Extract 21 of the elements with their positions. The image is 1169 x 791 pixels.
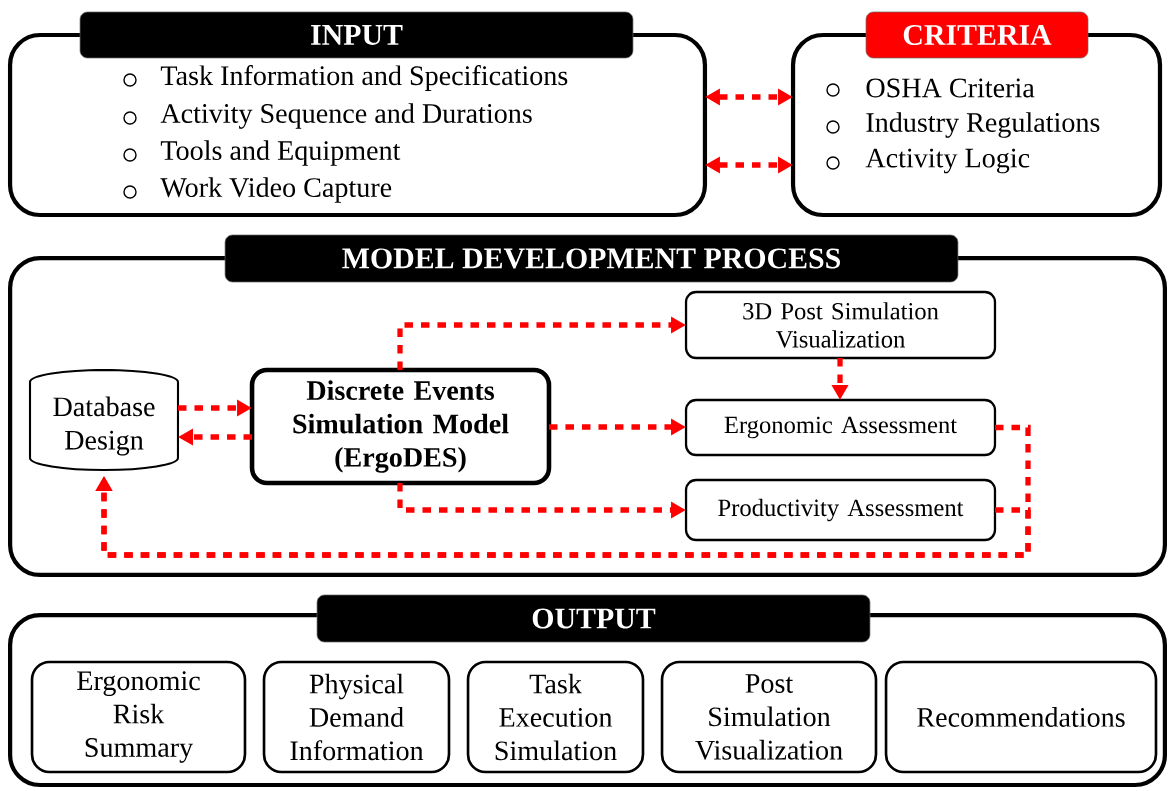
list-item: Tools and Equipment bbox=[160, 140, 401, 166]
list-item: Task Information and Specifications bbox=[160, 65, 568, 91]
title-tab: CRITERIA bbox=[865, 11, 1089, 59]
list-item: Work Video Capture bbox=[160, 177, 392, 203]
title-tab: INPUT bbox=[79, 11, 634, 59]
output-box: Post Simulation Visualization bbox=[660, 660, 878, 774]
output-box: Recommendations bbox=[884, 660, 1158, 774]
title-tab: MODEL DEVELOPMENT PROCESS bbox=[224, 234, 959, 283]
output-box: Task Execution Simulation bbox=[466, 660, 645, 774]
output-box: Ergonomic Risk Summary bbox=[30, 660, 247, 774]
database-cylinder: Database Design bbox=[28, 368, 180, 472]
output-box: Physical Demand Information bbox=[262, 660, 451, 774]
process-box: Productivity Assessment bbox=[684, 478, 997, 542]
process-box: Ergonomic Assessment bbox=[684, 398, 997, 457]
process-box: 3D Post Simulation Visualization bbox=[684, 290, 997, 360]
list-item: Activity Sequence and Durations bbox=[160, 103, 532, 129]
title-tab: OUTPUT bbox=[316, 594, 871, 643]
list-item: Industry Regulations bbox=[866, 112, 1100, 138]
model-box: Discrete Events Simulation Model (ErgoDES) bbox=[249, 367, 552, 486]
list-item: OSHA Criteria bbox=[866, 78, 1035, 98]
list-item: Activity Logic bbox=[865, 148, 1030, 174]
